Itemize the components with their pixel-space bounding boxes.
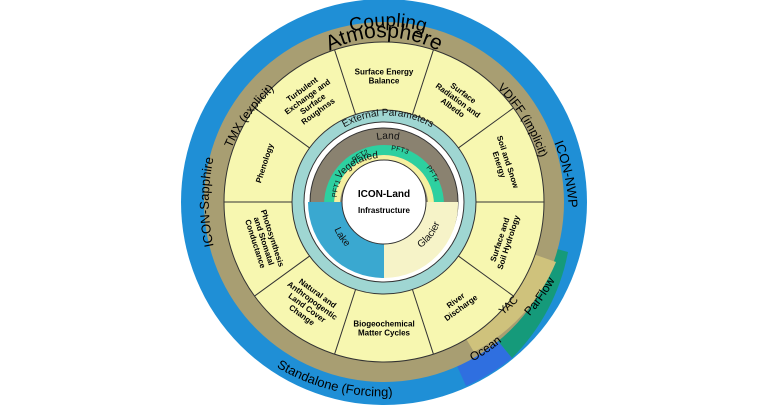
vegetated-band (324, 145, 444, 205)
process-divider (458, 255, 514, 297)
center-subtitle: Infrastructure (358, 206, 411, 215)
process-divider (254, 107, 310, 149)
process-divider (411, 49, 434, 115)
process-divider (458, 107, 514, 149)
icon-sapphire-label: ICON-Sapphire (197, 155, 217, 248)
process-divider (254, 255, 310, 297)
pft-band (334, 155, 434, 205)
process-divider (334, 289, 357, 355)
center-circle (341, 159, 427, 245)
process-divider (411, 289, 434, 355)
center-title: ICON-Land (358, 189, 410, 200)
process-divider (334, 49, 357, 115)
process-spokes (224, 49, 544, 355)
